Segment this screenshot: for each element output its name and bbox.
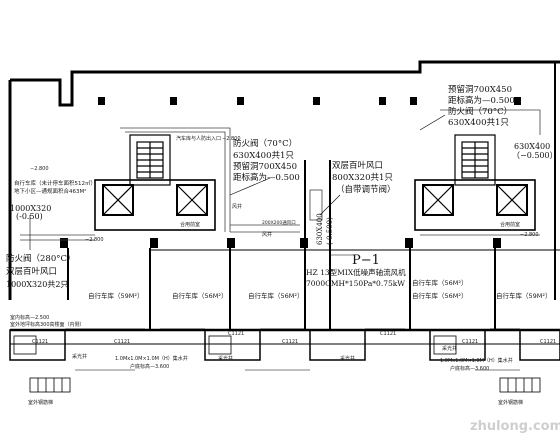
valve-size-mid: 630X400共1只 (233, 151, 294, 161)
window-c1121-6: C1121 (462, 339, 478, 345)
reserve-elev-right: 距标高为—0.500 (448, 95, 515, 106)
louver-left: 双层百叶风口 (6, 267, 57, 277)
exit-stairs (29, 377, 541, 393)
core-right (414, 134, 536, 231)
outer-walls (8, 60, 560, 345)
duct-vertical-size: 630X400 (316, 213, 324, 245)
sump-note-left: 1.0Mx1.0M×1.0M（H）集水井 (115, 355, 188, 362)
louver-size-mid: 800X320共1只 (332, 173, 393, 183)
ducts (20, 109, 541, 241)
light-well-3: 采光井 (340, 355, 355, 362)
floor-elev-note: 室内标高—2.500 (10, 314, 49, 321)
room-56-left: 自行车库（56M²） (172, 291, 228, 300)
elev-tag-right: −2.800 (520, 232, 539, 238)
elev-tag-mid2: −2.800 (222, 136, 241, 142)
light-well-2: 采光井 (218, 355, 233, 362)
duct-size-right: 630X400 (514, 142, 550, 151)
room-59-left: 自行车库（59M²） (88, 291, 144, 300)
core-left (94, 134, 216, 231)
shaft-label-2: 风井 (262, 231, 272, 238)
bike-room-label: 自行车库（未计停车面积512㎡） (14, 179, 96, 187)
exit-stair-left: 室外钢筋梯 (28, 399, 53, 406)
lobby-label-left: 合用前室 (180, 221, 200, 228)
louver-note-mid: （自带调节阀） (336, 184, 396, 195)
room-59-right: 自行车库（59M²） (496, 291, 552, 300)
reserve-hole-mid: 预留洞700X450 (233, 161, 297, 172)
window-c1121-2: C1121 (114, 339, 130, 345)
exit-stair-right: 室外钢筋梯 (498, 399, 523, 406)
reserve-elev-mid: 距标高为—0.500 (233, 172, 300, 183)
fan-tag-p1: P−1 (352, 253, 380, 268)
louver-mid: 双层百叶风口 (332, 161, 383, 171)
bike-room-area: 地下小区—通规面积合463M² (14, 187, 86, 195)
partitions (67, 160, 496, 330)
lobby-label-right: 合用前室 (500, 221, 520, 228)
valve-size-right: 630X400共1只 (448, 118, 509, 128)
leaders (29, 114, 520, 371)
left-annotations: −2.800 自行车库（未计停车面积512㎡） 地下小区—通规面积合463M² … (6, 166, 244, 406)
light-well-1: 采光井 (72, 353, 87, 360)
window-c1121-5: C1121 (380, 331, 396, 337)
shaft-label-1: 风井 (232, 203, 242, 210)
window-c1121-7: C1121 (540, 339, 556, 345)
ground-elev-note: 室外地坪标高300高楼面（内侧） (10, 321, 85, 328)
room-56-right: 自行车库（56M²） (412, 278, 468, 287)
light-wells (9, 329, 560, 361)
duct-offset-left: (-0.50) (16, 212, 43, 221)
fire-valve-left: 防火阀（280°C） (6, 253, 75, 264)
fire-valve-mid: 防火阀（70°C） (233, 138, 297, 149)
elev-tag-mid: −2.800 (85, 237, 104, 243)
vent-opening-note: 200X200通风口 (262, 219, 296, 226)
fire-valve-right: 防火阀（70°C） (448, 106, 512, 117)
elev-tag-left: −2.800 (30, 166, 49, 172)
window-c1121-1: C1121 (32, 339, 48, 345)
reserve-hole-right: 预留洞700X450 (448, 84, 512, 95)
window-c1121-3: C1121 (228, 331, 244, 337)
right-annotations: 预留洞700X450 距标高为—0.500 防火阀（70°C） 630X400共… (412, 84, 558, 406)
duct-elev-right: （−0.500） (512, 151, 558, 160)
window-c1121-4: C1121 (282, 339, 298, 345)
room-56-mid: 自行车库（56M²） (412, 291, 468, 300)
room-56-mid2: 自行车库（56M²） (248, 291, 304, 300)
sump-elev-right: 户底标高—3.600 (450, 365, 489, 372)
fan-spec-capacity: 7000CMH*150Pa*0.75kW (306, 279, 405, 288)
louver-size-left: 1000X320共2只 (6, 280, 68, 289)
fan-spec-model: HZ 13型MIX低噪声轴流风机 (306, 267, 406, 277)
duct-vertical-elev: (-0.500) (326, 217, 334, 245)
light-well-4: 采光井 (442, 345, 457, 352)
sump-note-right: 1.0Mx1.0M×1.0M（H）集水井 (440, 357, 513, 364)
watermark: zhulong.com (470, 419, 560, 434)
middle-annotations: 防火阀（70°C） 630X400共1只 预留洞700X450 距标高为—0.5… (85, 135, 520, 362)
car-exit-label: 汽车库与人防出入口 (176, 135, 221, 142)
sump-elev-left: 户底标高—3.600 (130, 363, 169, 370)
duct-size-left: 1000X320 (10, 204, 51, 213)
